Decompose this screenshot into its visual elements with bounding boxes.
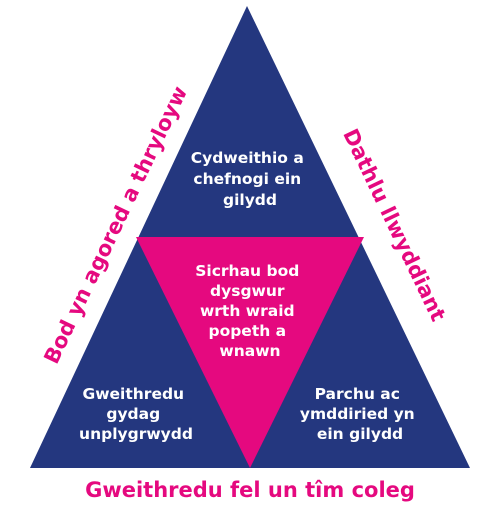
bottom-right-section-text: Parchu ac ymddiried yn ein gilydd xyxy=(300,385,420,443)
center-inverted-triangle xyxy=(136,237,364,468)
center-line-3: wrth wraid xyxy=(200,302,295,320)
top-section-text: Cydweithio a chefnogi ein gilydd xyxy=(191,149,309,209)
center-section-text: Sicrhau bod dysgwur wrth wraid popeth a … xyxy=(195,262,304,360)
bottom-left-line-3: unplygrwydd xyxy=(79,425,193,443)
top-line-3: gilydd xyxy=(223,191,277,209)
top-line-1: Cydweithio a xyxy=(191,149,304,167)
bottom-left-section-text: Gweithredu gydag unplygrwydd xyxy=(79,385,193,443)
center-line-5: wnawn xyxy=(219,342,280,360)
top-line-2: chefnogi ein xyxy=(193,170,301,188)
bottom-side-label: Gweithredu fel un tîm coleg xyxy=(85,478,415,502)
bottom-left-line-1: Gweithredu xyxy=(82,385,184,403)
center-line-1: Sicrhau bod xyxy=(195,262,299,280)
bottom-right-line-1: Parchu ac xyxy=(315,385,400,403)
bottom-left-line-2: gydag xyxy=(106,405,160,423)
bottom-right-line-3: ein gilydd xyxy=(317,425,403,443)
bottom-right-line-2: ymddiried yn xyxy=(300,405,415,423)
center-line-2: dysgwur xyxy=(210,282,285,300)
center-line-4: popeth a xyxy=(208,322,286,340)
